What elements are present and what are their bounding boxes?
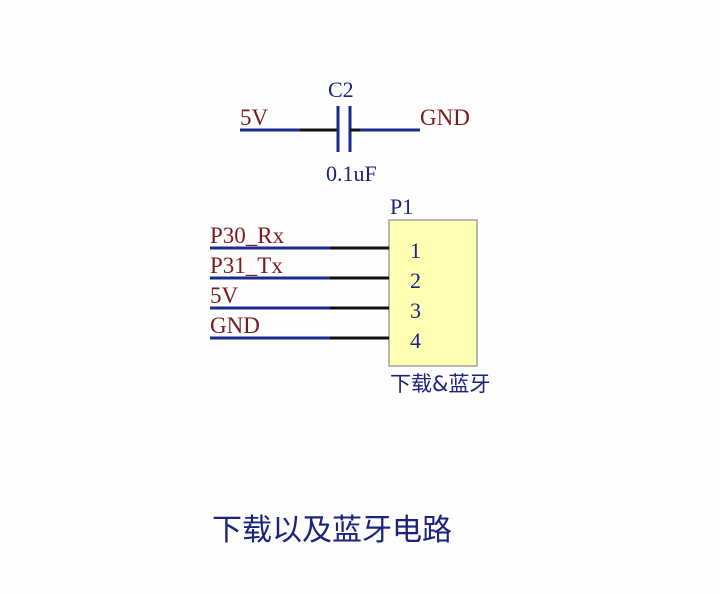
net-label-5v: 5V — [240, 105, 269, 130]
net-label-pin-2: P31_Tx — [210, 253, 283, 278]
pin-number-1: 1 — [410, 238, 421, 263]
connector-body — [388, 219, 478, 367]
cap-designator: C2 — [328, 77, 354, 102]
diagram-title: 下载以及蓝牙电路 — [212, 513, 452, 548]
pin-number-2: 2 — [410, 268, 421, 293]
capacitor-c2: 5V GND C2 0.1uF — [240, 77, 470, 186]
cap-value: 0.1uF — [326, 161, 377, 186]
pin-number-3: 3 — [410, 298, 421, 323]
net-label-pin-1: P30_Rx — [210, 223, 285, 248]
connector-p1: P1 下载&蓝牙 P30_Rx 1 P31_Tx 2 5V 3 GND 4 — [210, 194, 490, 396]
net-label-pin-4: GND — [210, 313, 260, 338]
net-label-gnd: GND — [420, 105, 470, 130]
pin-number-4: 4 — [410, 328, 421, 353]
connector-designator: P1 — [390, 194, 413, 219]
connector-comment: 下载&蓝牙 — [390, 372, 490, 396]
net-label-pin-3: 5V — [210, 283, 239, 308]
